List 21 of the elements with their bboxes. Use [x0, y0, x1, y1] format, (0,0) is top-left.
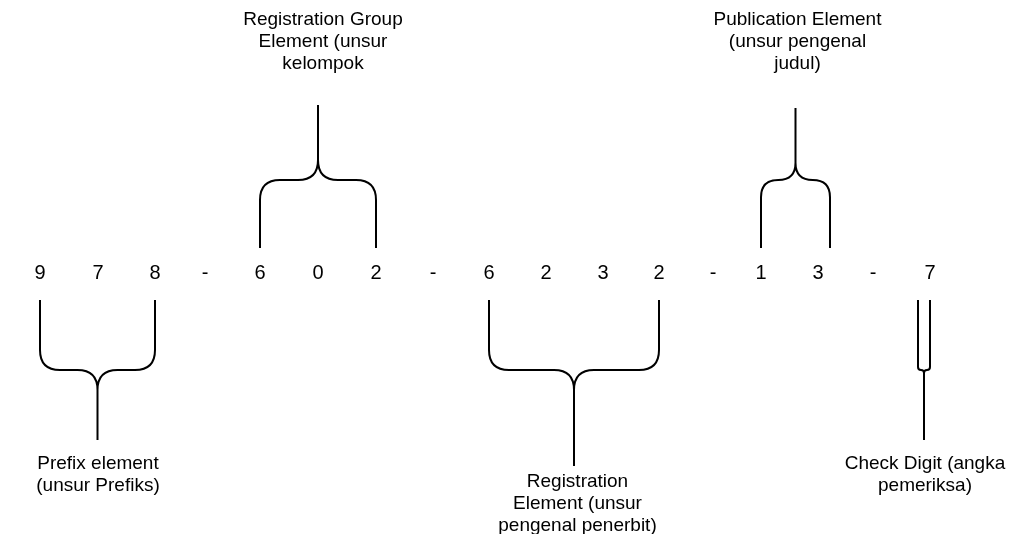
isbn-digit: - [708, 260, 718, 284]
isbn-digit: - [200, 260, 210, 284]
isbn-digit: 3 [811, 260, 825, 284]
isbn-digit: 2 [652, 260, 666, 284]
isbn-digit: 6 [253, 260, 267, 284]
isbn-digit: 7 [923, 260, 937, 284]
isbn-digit: 2 [539, 260, 553, 284]
isbn-digit: 2 [369, 260, 383, 284]
group-caption: Registration Group Element (unsur kelompok [242, 8, 404, 74]
check-digit-caption: Check Digit (angka pemeriksa) [843, 452, 1007, 496]
isbn-digit: 0 [311, 260, 325, 284]
isbn-digit: 3 [596, 260, 610, 284]
isbn-digit: 9 [33, 260, 47, 284]
isbn-digit: 6 [482, 260, 496, 284]
publication-caption: Publication Element (unsur pengenal judul) [712, 8, 883, 74]
isbn-digit: 8 [148, 260, 162, 284]
isbn-digit: 1 [754, 260, 768, 284]
isbn-digit: - [428, 260, 438, 284]
prefix-caption: Prefix element (unsur Prefiks) [35, 452, 161, 496]
isbn-digit: 7 [91, 260, 105, 284]
isbn-digit: - [868, 260, 878, 284]
